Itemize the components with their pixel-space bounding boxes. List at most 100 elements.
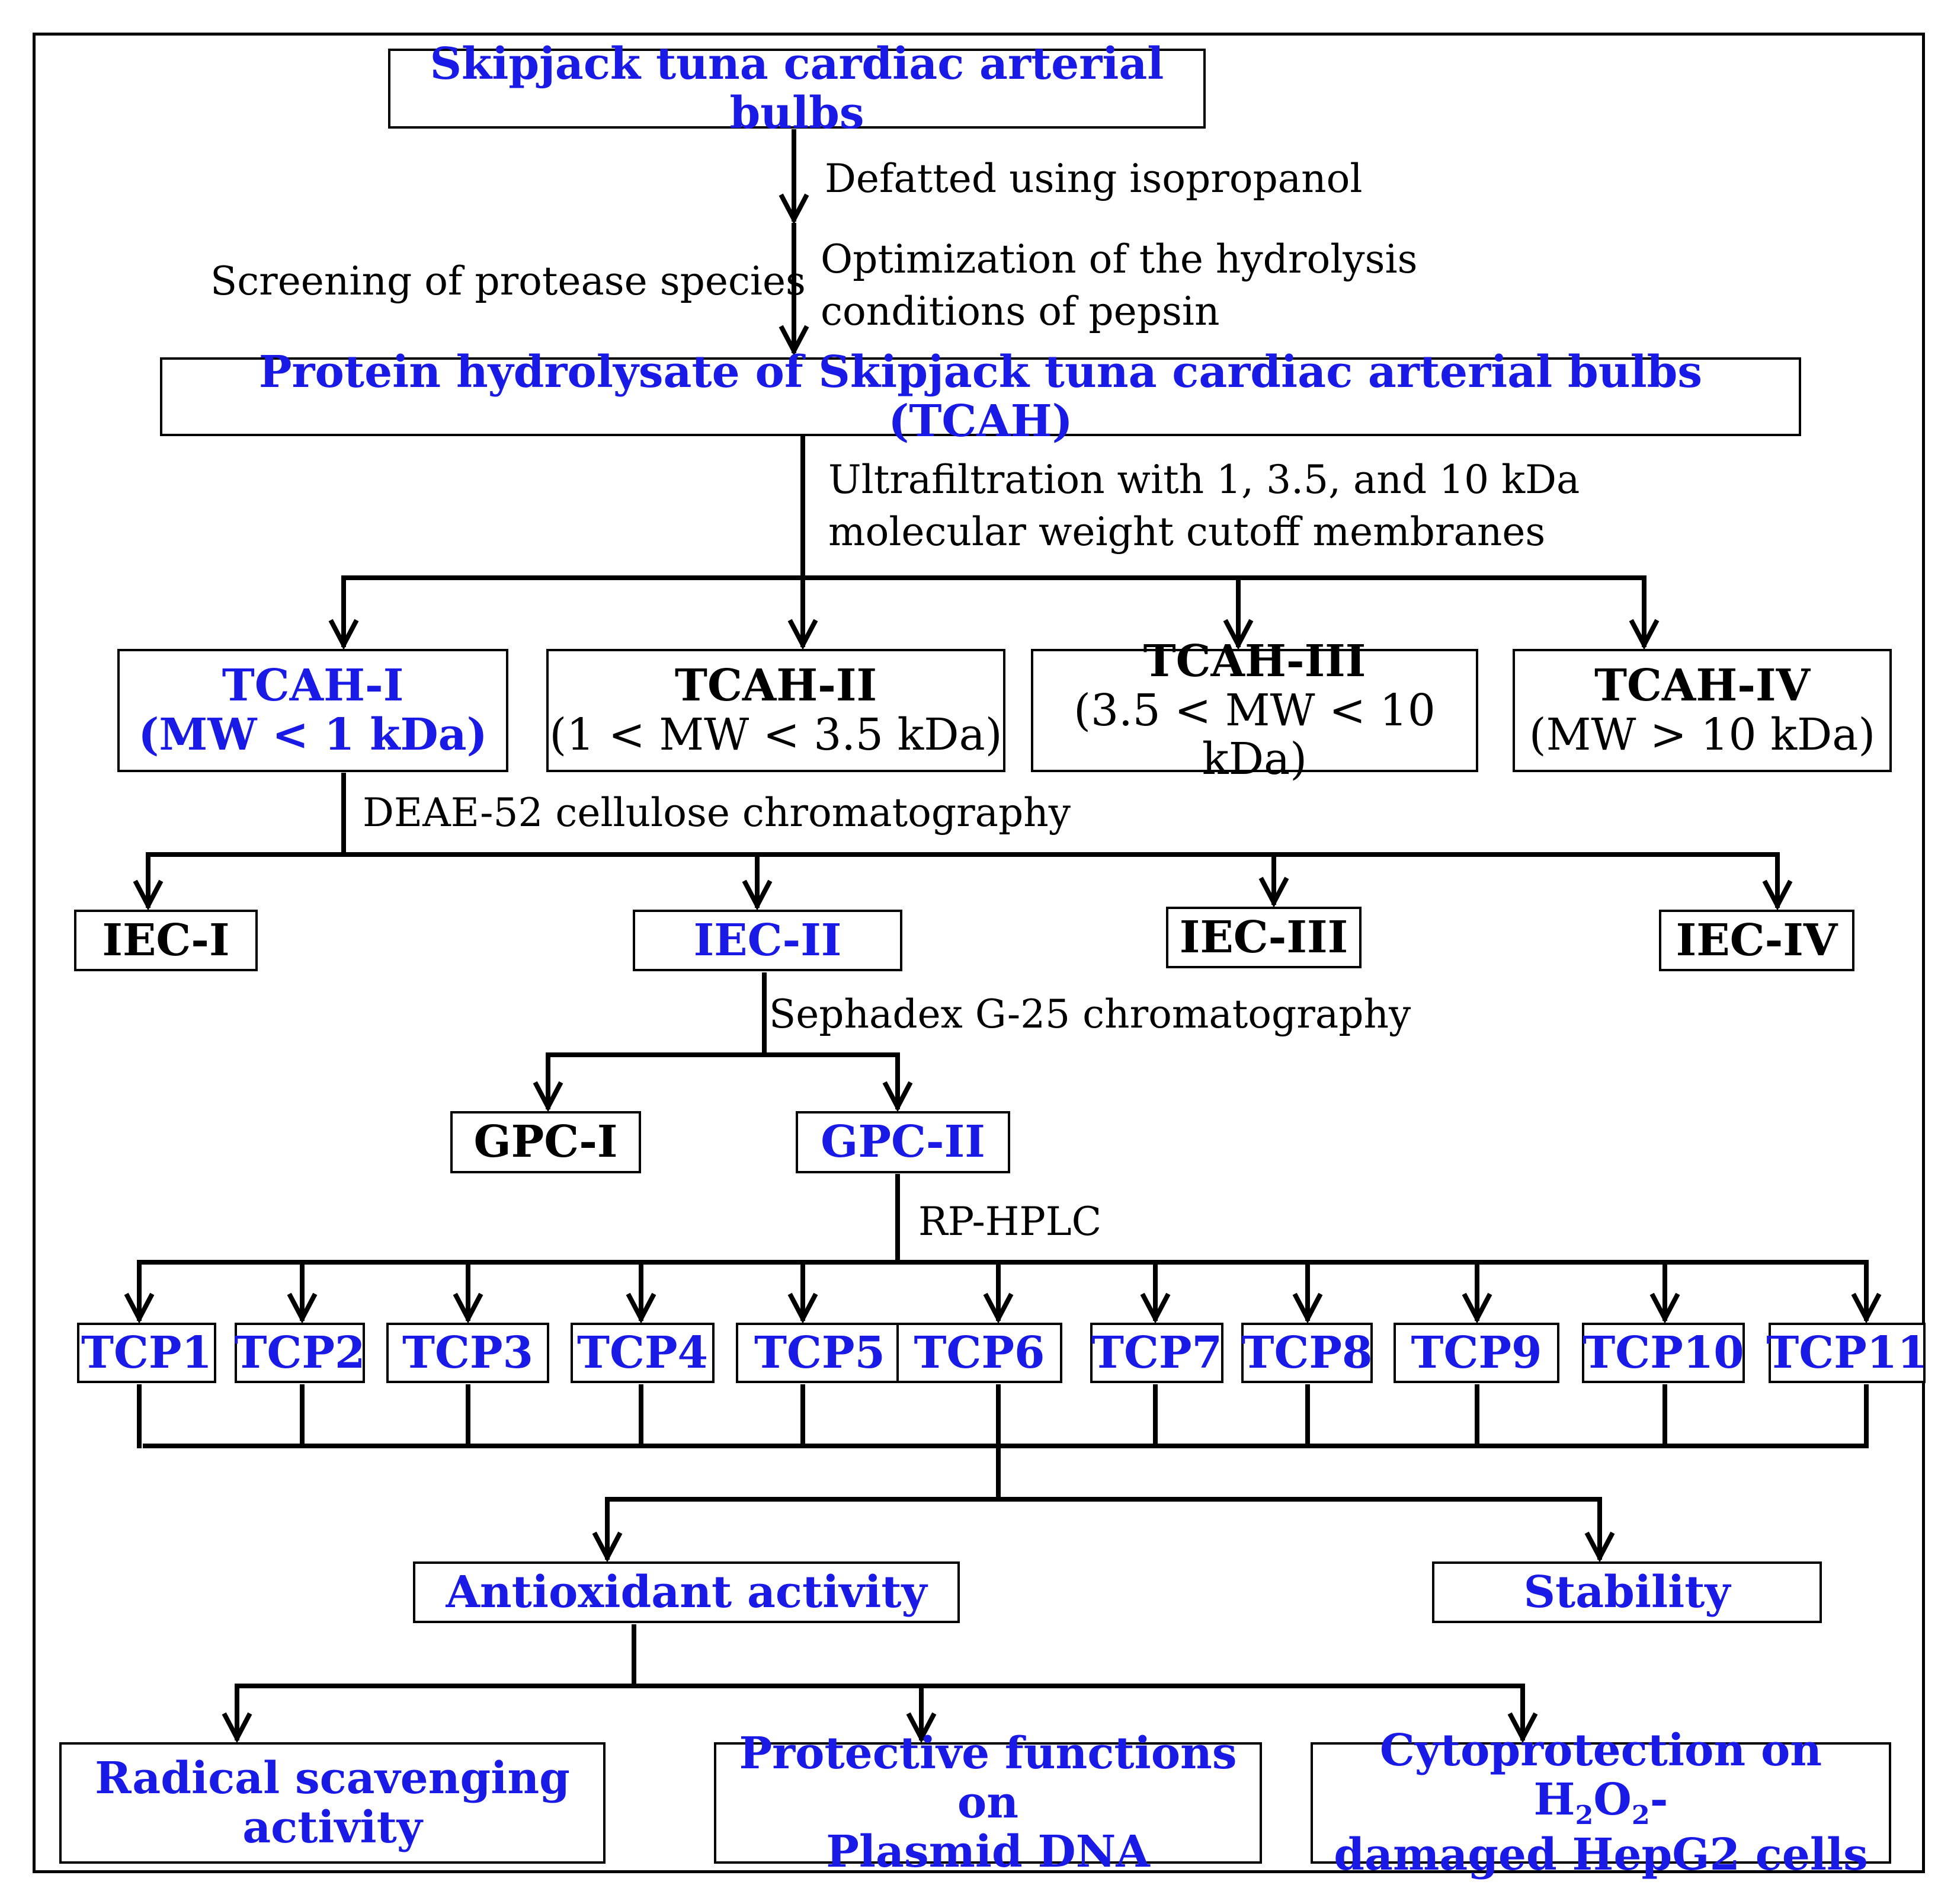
- tcah-iv-box: TCAH-IV (MW > 10 kDa): [1513, 649, 1892, 772]
- tcah-i-name: TCAH-I: [222, 660, 404, 712]
- tcp-label-9: TCP9: [1411, 1327, 1542, 1378]
- sephadex-label: Sephadex G-25 chromatography: [769, 991, 1411, 1037]
- tcp-box-10: TCP10: [1582, 1323, 1745, 1383]
- arrowhead-43: [983, 1292, 1014, 1324]
- deae-label: DEAE-52 cellulose chromatography: [363, 790, 1071, 836]
- arrowhead-69: [592, 1531, 623, 1563]
- arrowhead-33: [124, 1292, 155, 1324]
- arrowhead-53: [1851, 1292, 1882, 1324]
- tcp-label-4: TCP4: [576, 1327, 709, 1378]
- plasmid-dna-box: Protective functions on Plasmid DNA: [714, 1729, 1262, 1876]
- tcah-iv-range: (MW > 10 kDa): [1529, 709, 1876, 760]
- tcp-label-7: TCP7: [1091, 1327, 1223, 1378]
- cyto-text-b: O: [1593, 1774, 1632, 1826]
- tcp-box-7: TCP7: [1090, 1323, 1223, 1383]
- gpc-ii-box: GPC-II: [796, 1111, 1010, 1173]
- radical-line-2: activity: [242, 1801, 422, 1853]
- tcp-label-2: TCP2: [234, 1327, 366, 1378]
- gpc-ii-label: GPC-II: [821, 1116, 985, 1168]
- tcp-box-1: TCP1: [77, 1323, 216, 1383]
- arrowhead-47: [1292, 1292, 1323, 1324]
- iec-ii-box: IEC-II: [633, 910, 902, 971]
- cyto-text-a: Cytoprotection on H: [1379, 1725, 1822, 1826]
- tcah-ii-name: TCAH-II: [674, 660, 877, 712]
- radical-scavenging-box: Radical scavenging activity: [59, 1742, 606, 1864]
- gpc-i-box: GPC-I: [450, 1111, 641, 1173]
- arrowhead-49: [1462, 1292, 1492, 1324]
- tcah-ii-range: (1 < MW < 3.5 kDa): [549, 709, 1002, 760]
- protective-line-2: Plasmid DNA: [826, 1826, 1150, 1877]
- tcp-label-1: TCP1: [81, 1327, 213, 1378]
- cytoprotection-box: Cytoprotection on H2O2- damaged HepG2 ce…: [1311, 1726, 1891, 1879]
- tcah-box: Protein hydrolysate of Skipjack tuna car…: [160, 347, 1801, 446]
- arrowhead-17: [133, 879, 164, 911]
- arrowhead-79: [1507, 1712, 1538, 1743]
- protective-line-1: Protective functions on: [739, 1728, 1237, 1829]
- iec-i-box: IEC-I: [74, 910, 258, 971]
- arrowhead-75: [222, 1712, 252, 1743]
- cyto-text-c: -: [1649, 1774, 1668, 1826]
- tcp-box-11: TCP11: [1766, 1323, 1928, 1383]
- arrowhead-7: [328, 619, 359, 650]
- arrowhead-19: [742, 879, 773, 911]
- source-label: Skipjack tuna cardiac arterial bulbs: [430, 38, 1164, 139]
- stability-box: Stability: [1432, 1561, 1822, 1623]
- arrowhead-29: [882, 1081, 913, 1112]
- tcah-iii-range: (3.5 < MW < 10 kDa): [1074, 684, 1436, 785]
- iec-iv-box: IEC-IV: [1659, 910, 1854, 971]
- gpc-i-label: GPC-I: [473, 1116, 618, 1168]
- optimization-label-2: conditions of pepsin: [821, 289, 1220, 334]
- tcp-label-11: TCP11: [1766, 1327, 1928, 1378]
- ultrafiltration-label-2: molecular weight cutoff membranes: [828, 509, 1546, 555]
- arrowhead-39: [626, 1292, 656, 1324]
- screening-label: Screening of protease species: [210, 258, 806, 304]
- arrowhead-35: [287, 1292, 318, 1324]
- tcah-i-box: TCAH-I (MW < 1 kDa): [117, 649, 508, 772]
- arrowhead-1: [779, 193, 809, 225]
- iec-iii-box: IEC-III: [1166, 907, 1362, 968]
- arrowhead-41: [787, 1292, 818, 1324]
- arrowhead-71: [1584, 1531, 1615, 1563]
- antioxidant-label: Antioxidant activity: [446, 1566, 927, 1618]
- tcp-label-10: TCP10: [1583, 1327, 1744, 1378]
- tcp-label-5: TCP5: [754, 1327, 886, 1378]
- iec-ii-label: IEC-II: [693, 914, 842, 966]
- tcp-label-6: TCP6: [914, 1327, 1045, 1378]
- arrowhead-77: [906, 1712, 937, 1743]
- cyto-sub-2: 2: [1631, 1800, 1650, 1831]
- tcp-box-2: TCP2: [234, 1323, 366, 1383]
- tcah-iii-name: TCAH-III: [1143, 635, 1366, 687]
- radical-line-1: Radical scavenging: [95, 1752, 570, 1804]
- source-box: Skipjack tuna cardiac arterial bulbs: [388, 39, 1206, 137]
- tcah-iv-name: TCAH-IV: [1594, 660, 1811, 712]
- iec-iv-label: IEC-IV: [1676, 914, 1838, 966]
- arrowhead-13: [1629, 619, 1660, 650]
- arrowhead-27: [533, 1081, 563, 1112]
- tcp-label-8: TCP8: [1241, 1327, 1373, 1378]
- arrowhead-9: [787, 619, 818, 650]
- outer-frame: [33, 33, 1925, 1873]
- tcah-label: Protein hydrolysate of Skipjack tuna car…: [258, 346, 1703, 447]
- tcp-box-5: TCP5: [736, 1323, 904, 1383]
- arrowhead-3: [779, 325, 809, 356]
- tcah-iii-box: TCAH-III (3.5 < MW < 10 kDa): [1031, 636, 1478, 784]
- tcp-box-9: TCP9: [1394, 1323, 1559, 1383]
- tcp-box-6: TCP6: [896, 1323, 1062, 1383]
- arrowhead-23: [1762, 879, 1793, 911]
- cyto-line-2: damaged HepG2 cells: [1334, 1829, 1868, 1880]
- iec-i-label: IEC-I: [102, 914, 230, 966]
- tcp-label-3: TCP3: [402, 1327, 534, 1378]
- optimization-label-1: Optimization of the hydrolysis: [821, 236, 1418, 282]
- arrowhead-11: [1223, 619, 1254, 650]
- tcah-ii-box: TCAH-II (1 < MW < 3.5 kDa): [546, 649, 1005, 772]
- ultrafiltration-label-1: Ultrafiltration with 1, 3.5, and 10 kDa: [828, 457, 1580, 503]
- arrowhead-21: [1258, 876, 1289, 908]
- arrowhead-37: [453, 1292, 483, 1324]
- cyto-sub-1: 2: [1575, 1800, 1594, 1831]
- tcp-box-3: TCP3: [386, 1323, 549, 1383]
- arrowhead-45: [1140, 1292, 1171, 1324]
- tcp-box-8: TCP8: [1241, 1323, 1373, 1383]
- defatted-label: Defatted using isopropanol: [825, 156, 1363, 201]
